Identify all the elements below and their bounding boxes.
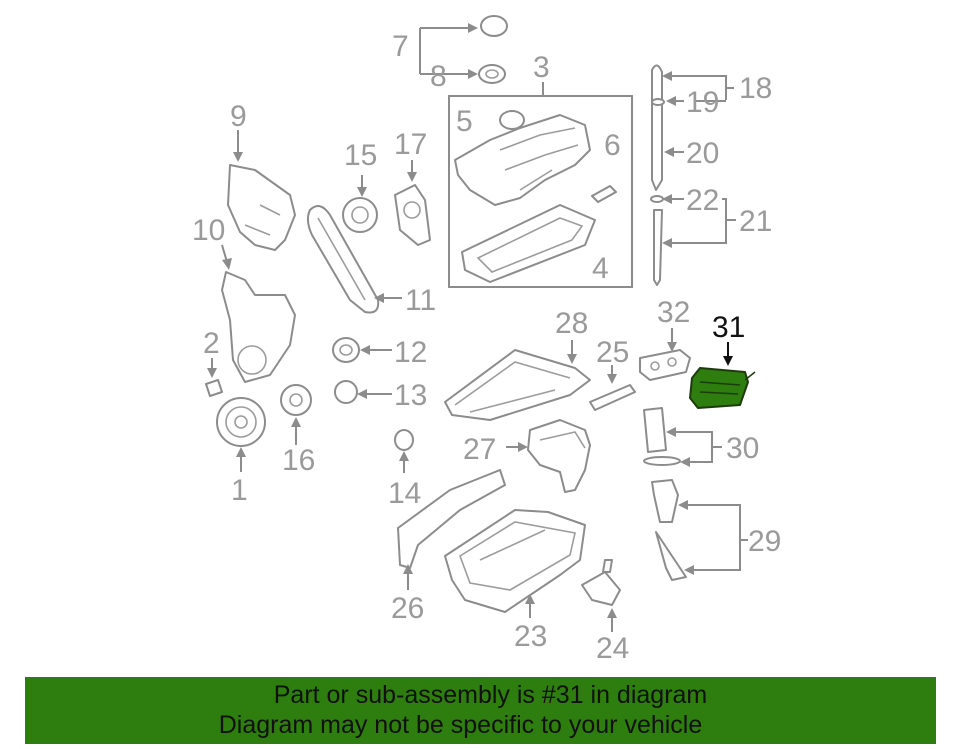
label-part-27: 27 bbox=[463, 433, 496, 466]
label-part-21: 21 bbox=[739, 205, 772, 238]
label-part-7: 7 bbox=[392, 30, 409, 63]
oil-pan-group bbox=[397, 340, 636, 632]
label-part-23: 23 bbox=[514, 620, 547, 653]
banner-line-2: Diagram may not be specific to your vehi… bbox=[218, 711, 703, 739]
label-part-13: 13 bbox=[394, 379, 427, 412]
label-part-26: 26 bbox=[391, 592, 424, 625]
label-part-6: 6 bbox=[604, 129, 621, 162]
label-part-16: 16 bbox=[282, 444, 315, 477]
label-part-4: 4 bbox=[592, 252, 609, 285]
label-part-18: 18 bbox=[739, 72, 772, 105]
crank-pulley-group bbox=[205, 358, 266, 472]
label-part-32: 32 bbox=[657, 296, 690, 329]
label-part-19: 19 bbox=[686, 86, 719, 119]
highlighted-part-31[interactable] bbox=[689, 342, 756, 409]
filter-housing-group bbox=[639, 328, 748, 581]
banner-line-1: Part or sub-assembly is #31 in diagram bbox=[273, 681, 708, 709]
label-part-22: 22 bbox=[686, 184, 719, 217]
dipstick-group bbox=[650, 64, 736, 286]
valve-cover-group bbox=[448, 82, 633, 288]
label-part-9: 9 bbox=[230, 100, 247, 133]
label-part-14: 14 bbox=[388, 477, 421, 510]
part-labels: 1 2 3 4 5 6 7 8 9 10 11 12 13 14 15 16 1… bbox=[192, 30, 781, 665]
label-part-10: 10 bbox=[192, 214, 225, 247]
label-part-3: 3 bbox=[533, 51, 550, 84]
label-part-20: 20 bbox=[686, 137, 719, 170]
timing-cover-group bbox=[221, 130, 296, 383]
info-banner: Part or sub-assembly is #31 in diagram D… bbox=[25, 677, 936, 744]
label-part-30: 30 bbox=[726, 432, 759, 465]
label-part-12: 12 bbox=[394, 336, 427, 369]
belt-and-pulley-group bbox=[280, 160, 431, 473]
label-part-29: 29 bbox=[748, 525, 781, 558]
label-part-17: 17 bbox=[394, 128, 427, 161]
label-part-31: 31 bbox=[712, 311, 745, 344]
label-part-15: 15 bbox=[344, 139, 377, 172]
oil-filler-cap-group bbox=[419, 15, 508, 84]
label-part-11: 11 bbox=[405, 284, 436, 317]
label-part-25: 25 bbox=[596, 336, 629, 369]
label-part-2: 2 bbox=[203, 327, 220, 360]
label-part-5: 5 bbox=[456, 105, 473, 138]
label-part-28: 28 bbox=[555, 307, 588, 340]
label-part-24: 24 bbox=[596, 632, 629, 665]
label-part-1: 1 bbox=[231, 474, 248, 507]
label-part-8: 8 bbox=[430, 60, 447, 93]
